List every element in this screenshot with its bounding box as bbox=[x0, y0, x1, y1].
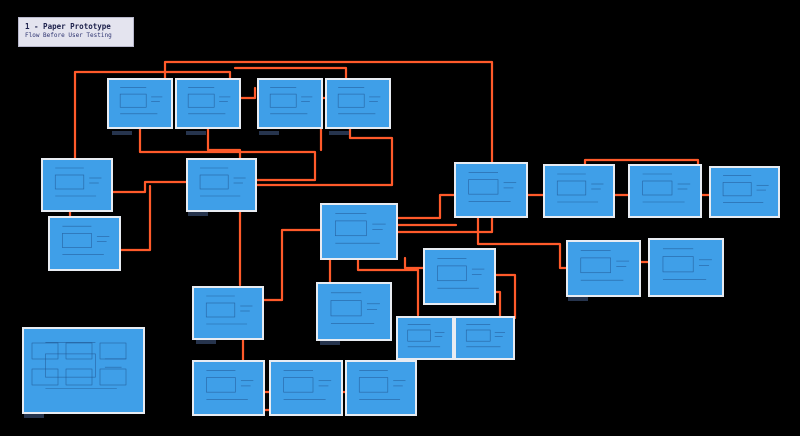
card-surface bbox=[43, 160, 111, 210]
card-surface bbox=[545, 166, 613, 216]
caption-note bbox=[112, 131, 132, 135]
caption-note bbox=[320, 341, 340, 345]
card-surface bbox=[327, 80, 389, 127]
screen-card bbox=[566, 240, 641, 297]
caption-note bbox=[196, 340, 216, 344]
caption-note bbox=[188, 212, 208, 216]
screen-card bbox=[454, 316, 515, 360]
card-surface bbox=[50, 218, 119, 269]
flow-connector bbox=[396, 195, 456, 218]
screen-card bbox=[345, 360, 417, 416]
screen-card bbox=[48, 216, 121, 271]
card-surface bbox=[630, 166, 700, 216]
card-surface bbox=[650, 240, 722, 295]
screen-card bbox=[396, 316, 454, 360]
caption-note bbox=[259, 131, 279, 135]
caption-note bbox=[24, 414, 44, 418]
screen-card bbox=[175, 78, 241, 129]
card-surface bbox=[318, 284, 390, 339]
card-surface bbox=[109, 80, 171, 127]
flow-connector bbox=[239, 88, 255, 98]
card-surface bbox=[398, 318, 452, 358]
card-surface bbox=[259, 80, 321, 127]
screen-cards-layer bbox=[22, 78, 780, 416]
caption-note bbox=[568, 297, 588, 301]
screen-card bbox=[186, 158, 257, 212]
screen-card bbox=[543, 164, 615, 218]
flow-connector bbox=[405, 258, 425, 268]
screen-card bbox=[423, 248, 496, 305]
flow-connector bbox=[119, 186, 150, 250]
flow-connector bbox=[350, 127, 392, 175]
card-surface bbox=[456, 164, 526, 216]
card-surface bbox=[425, 250, 494, 303]
screen-card bbox=[325, 78, 391, 129]
card-surface bbox=[177, 80, 239, 127]
screen-card bbox=[22, 327, 145, 414]
screen-card bbox=[107, 78, 173, 129]
screen-card bbox=[316, 282, 392, 341]
card-surface bbox=[322, 205, 396, 258]
card-surface bbox=[568, 242, 639, 295]
card-surface bbox=[271, 362, 341, 414]
screen-card bbox=[257, 78, 323, 129]
screen-card bbox=[648, 238, 724, 297]
screen-card bbox=[192, 360, 265, 416]
card-surface bbox=[24, 329, 143, 412]
screen-card bbox=[454, 162, 528, 218]
screen-card bbox=[628, 164, 702, 218]
screen-card bbox=[192, 286, 264, 340]
card-surface bbox=[456, 318, 513, 358]
card-surface bbox=[347, 362, 415, 414]
screen-card bbox=[41, 158, 113, 212]
card-surface bbox=[194, 288, 262, 338]
card-surface bbox=[711, 168, 778, 216]
card-surface bbox=[194, 362, 263, 414]
screen-card bbox=[320, 203, 398, 260]
flow-connector bbox=[262, 230, 322, 300]
flow-connector bbox=[208, 127, 240, 160]
caption-note bbox=[186, 131, 206, 135]
flow-connector bbox=[494, 275, 515, 318]
caption-note bbox=[329, 131, 349, 135]
card-surface bbox=[188, 160, 255, 210]
screen-card bbox=[269, 360, 343, 416]
screen-card bbox=[709, 166, 780, 218]
